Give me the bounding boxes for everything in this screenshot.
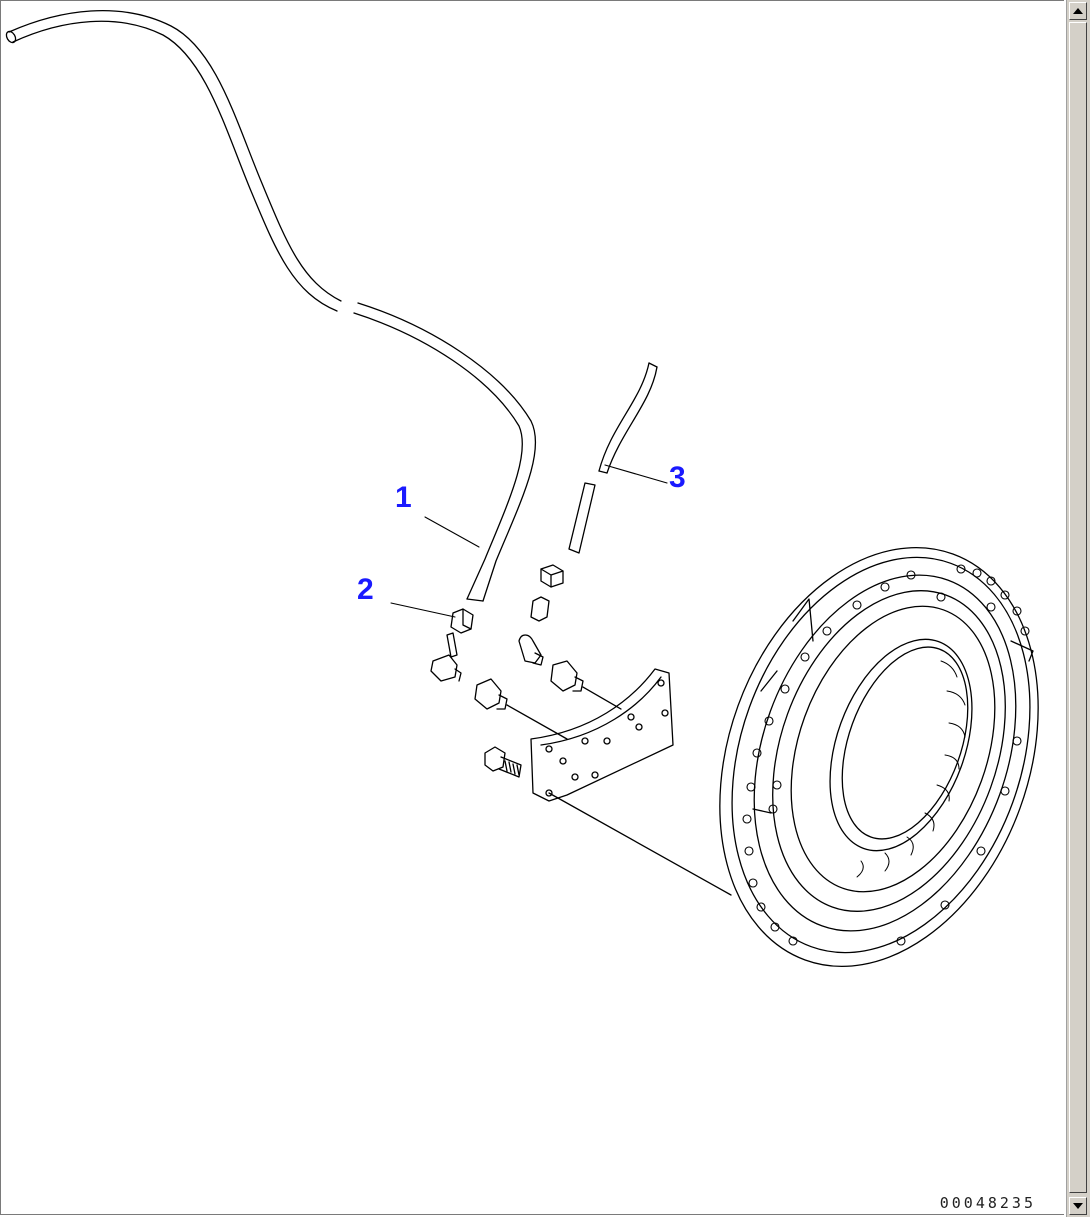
bracket-plate	[530, 668, 732, 896]
elbow-fitting-left	[430, 632, 462, 682]
ring-teeth	[856, 660, 966, 878]
ring-holes	[742, 564, 1030, 946]
fitting-sleeve	[530, 596, 550, 622]
callout-2[interactable]: 2	[357, 573, 374, 606]
leader-line-2	[390, 602, 456, 618]
elbow-fitting-right	[518, 634, 544, 666]
diagram-frame: 1 2 3 00048235	[0, 0, 1064, 1215]
connector-left	[474, 678, 568, 740]
clamp-part-2	[450, 608, 474, 634]
ring-housing	[719, 546, 1039, 968]
parts-diagram	[5, 9, 1039, 968]
callout-1[interactable]: 1	[395, 481, 412, 514]
scrollbar-track[interactable]	[1069, 22, 1087, 1193]
hose-part-3	[568, 362, 658, 554]
scrollbar-thumb[interactable]	[1069, 22, 1087, 1193]
bolt	[484, 746, 522, 778]
connector-right	[550, 660, 622, 710]
callout-3[interactable]: 3	[669, 461, 686, 494]
leader-line-3	[604, 464, 668, 484]
arrow-up-icon[interactable]	[1069, 2, 1087, 20]
leader-line-1	[424, 516, 480, 548]
arrow-down-icon[interactable]	[1069, 1197, 1087, 1215]
drawing-number: 00048235	[939, 1194, 1036, 1212]
fitting-nut	[540, 564, 564, 588]
hose-part-1	[5, 9, 537, 602]
vertical-scrollbar[interactable]	[1066, 0, 1090, 1217]
